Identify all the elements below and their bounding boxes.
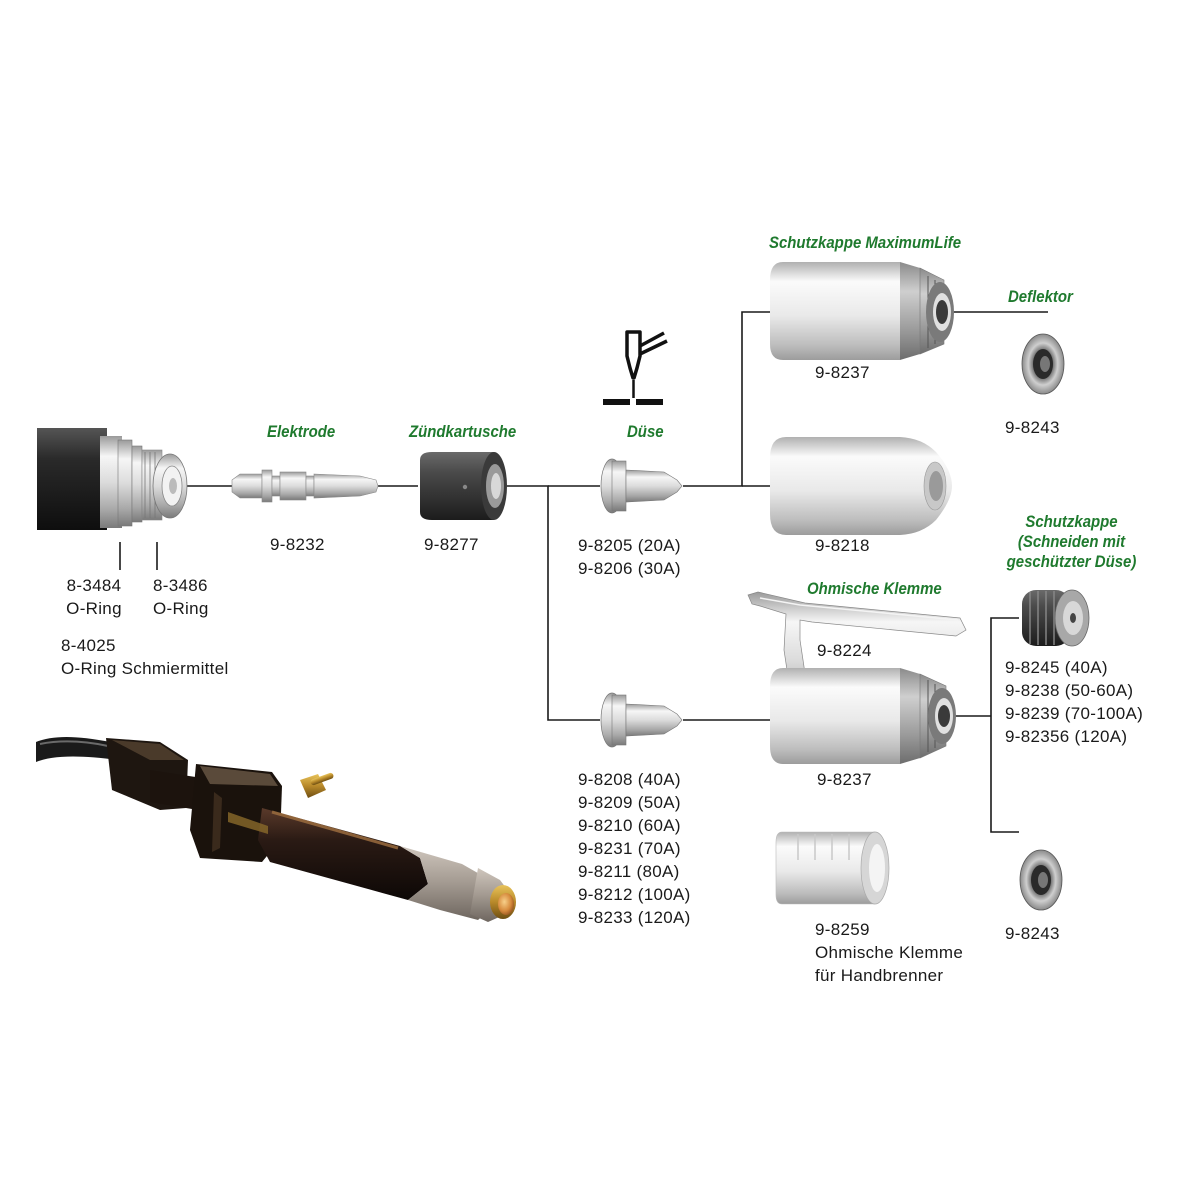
part-shield-cup-std: 9-8218 [815, 536, 870, 555]
part-number: 8-3484 [66, 576, 122, 595]
tip-option: 9-8211 (80A) [578, 862, 680, 881]
torch-head-illustration [37, 428, 188, 530]
part-oring-2: 8-3486 O-Ring [153, 574, 209, 620]
part-start-cartridge: 9-8277 [424, 535, 479, 554]
heading-schutzkappe-maxlife: Schutzkappe MaximumLife [769, 233, 962, 252]
heading-deflektor: Deflektor [1008, 287, 1073, 306]
heading-elektrode: Elektrode [267, 422, 336, 441]
part-number: 8-4025 [61, 636, 116, 655]
tip-option: 9-8231 (70A) [578, 839, 681, 858]
heading-schutzkappe-line-1: Schutzkappe [1025, 512, 1118, 531]
heading-schutzkappe-line-2: (Schneiden mit [1017, 532, 1126, 551]
tip-option: 9-8209 (50A) [578, 793, 681, 812]
heading-schutzkappe-geschuetzt: Schutzkappe (Schneiden mit geschützter D… [995, 512, 1149, 572]
deflector-bottom-illustration [1019, 849, 1063, 911]
leader-lines [119, 311, 1048, 833]
cap-option: 9-8245 (40A) [1005, 658, 1108, 677]
heading-ohmische-klemme: Ohmische Klemme [807, 579, 942, 598]
tip-option: 9-8212 (100A) [578, 885, 691, 904]
tip-low-amp-illustration [600, 458, 683, 514]
shield-cup-std-illustration [770, 437, 952, 535]
part-tip-low-amp: 9-8205 (20A) 9-8206 (30A) [578, 534, 681, 580]
part-oring-1: 8-3484 O-Ring [52, 574, 136, 620]
deflector-top-illustration [1021, 333, 1065, 395]
tip-option: 9-8208 (40A) [578, 770, 681, 789]
part-shield-cup-lower: 9-8237 [817, 770, 872, 789]
cap-option: 9-8239 (70-100A) [1005, 704, 1144, 723]
part-electrode: 9-8232 [270, 535, 325, 554]
part-ohmic-clip: 9-8224 [817, 641, 872, 660]
part-oring-lube: 8-4025 O-Ring Schmiermittel [61, 634, 229, 680]
shield-cup-maxlife-illustration [770, 262, 954, 360]
part-deflector-bottom: 9-8243 [1005, 924, 1060, 943]
part-description: O-Ring [153, 599, 209, 618]
heading-zuendkartusche: Zündkartusche [409, 422, 517, 441]
cap-option: 9-82356 (120A) [1005, 727, 1128, 746]
tip-high-amp-illustration [600, 692, 683, 748]
tip-option: 9-8205 (20A) [578, 536, 681, 555]
part-tip-high-amp: 9-8208 (40A) 9-8209 (50A) 9-8210 (60A) 9… [578, 768, 691, 929]
shield-cup-lower-illustration [770, 668, 956, 764]
tip-option: 9-8233 (120A) [578, 908, 691, 927]
part-description: O-Ring [66, 599, 122, 618]
heading-schutzkappe-line-3: geschützter Düse) [1006, 552, 1137, 571]
part-description: O-Ring Schmiermittel [61, 659, 229, 678]
tip-option: 9-8210 (60A) [578, 816, 681, 835]
drag-cutting-torch-icon [603, 330, 668, 405]
part-description: Ohmische Klemme [815, 943, 964, 962]
part-deflector-top: 9-8243 [1005, 418, 1060, 437]
part-description: für Handbrenner [815, 966, 944, 985]
start-cartridge-illustration [420, 452, 507, 520]
part-shield-cap-drag: 9-8245 (40A) 9-8238 (50-60A) 9-8239 (70-… [1005, 656, 1143, 748]
machine-torch-illustration [36, 737, 516, 922]
ohmic-clip-hand-illustration [775, 831, 890, 905]
part-number: 8-3486 [153, 576, 208, 595]
tip-option: 9-8206 (30A) [578, 559, 681, 578]
cap-option: 9-8238 (50-60A) [1005, 681, 1134, 700]
part-number: 9-8259 [815, 920, 870, 939]
shield-cap-drag-illustration [1022, 589, 1090, 647]
part-shield-cup-maxlife: 9-8237 [815, 363, 870, 382]
part-ohmic-clip-hand: 9-8259 Ohmische Klemme für Handbrenner [815, 918, 963, 987]
heading-duese: Düse [627, 422, 664, 441]
electrode-illustration [231, 469, 379, 503]
